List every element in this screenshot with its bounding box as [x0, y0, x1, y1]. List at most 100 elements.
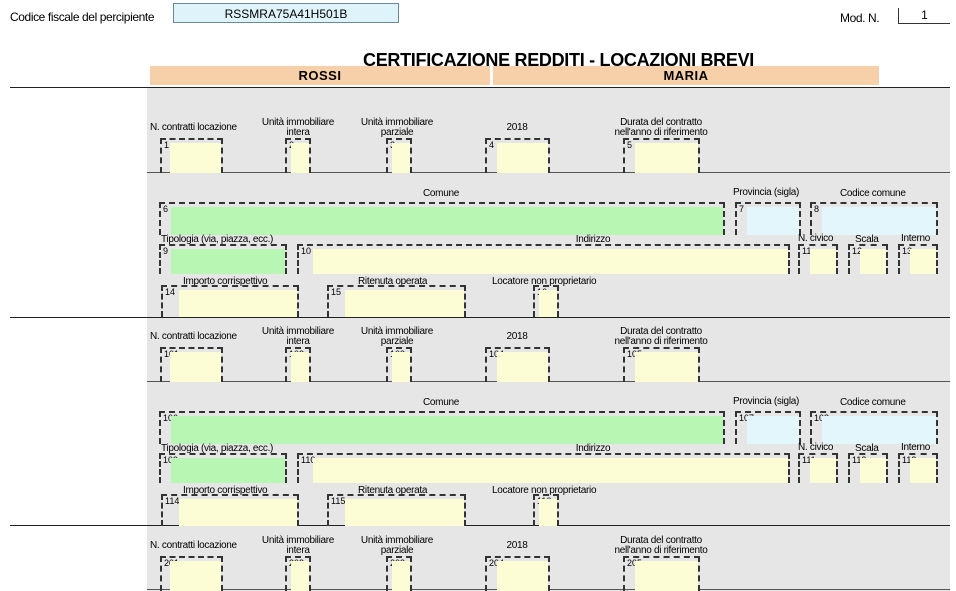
- field-input[interactable]: [179, 290, 297, 317]
- field-input[interactable]: [392, 143, 410, 173]
- label-unita-intera: intera: [286, 545, 310, 556]
- field-input[interactable]: [635, 352, 698, 382]
- field-importo[interactable]: 14: [161, 285, 299, 317]
- field-n-civico[interactable]: 11: [798, 244, 838, 274]
- field-input[interactable]: [910, 249, 936, 274]
- field-input[interactable]: [291, 352, 309, 382]
- field-number: 15: [331, 287, 342, 297]
- field-number: 13: [902, 246, 913, 256]
- field-provincia[interactable]: 107: [735, 411, 801, 444]
- field-unita-intera[interactable]: 202: [285, 556, 311, 591]
- field-input[interactable]: [345, 290, 464, 317]
- label-comune: Comune: [423, 397, 459, 408]
- label-durata: nell'anno di riferimento: [614, 127, 708, 138]
- field-tipologia[interactable]: 109: [159, 453, 287, 483]
- field-input[interactable]: [179, 499, 297, 526]
- field-number: 9: [163, 246, 169, 256]
- field-n-civico[interactable]: 111: [798, 453, 838, 483]
- field-input[interactable]: [860, 458, 886, 483]
- label-durata: nell'anno di riferimento: [614, 545, 708, 556]
- field-indirizzo[interactable]: 10: [297, 244, 790, 274]
- field-input[interactable]: [497, 352, 548, 382]
- label-durata: Durata del contratto: [620, 535, 702, 546]
- field-comune[interactable]: 106: [159, 411, 725, 444]
- field-anno[interactable]: 104: [485, 347, 550, 382]
- field-input[interactable]: [635, 143, 698, 173]
- field-input[interactable]: [171, 416, 723, 444]
- label-codice-comune: Codice comune: [840, 188, 906, 199]
- label-ritenuta: Ritenuta operata: [358, 276, 428, 287]
- field-codice-comune[interactable]: 8: [810, 202, 938, 235]
- field-input[interactable]: [822, 207, 936, 235]
- field-input[interactable]: [810, 458, 836, 483]
- mod-field[interactable]: 1: [898, 8, 950, 24]
- field-interno[interactable]: 13: [898, 244, 938, 274]
- label-comune: Comune: [423, 188, 459, 199]
- field-input[interactable]: [313, 458, 788, 483]
- label-interno: Interno: [901, 442, 931, 453]
- field-input[interactable]: [392, 561, 410, 591]
- surname-bar: ROSSI: [150, 66, 490, 85]
- label-unita-parziale: parziale: [380, 127, 414, 138]
- field-input[interactable]: [345, 499, 464, 526]
- label-unita-intera: Unità immobiliare: [261, 117, 335, 128]
- field-input[interactable]: [171, 249, 285, 274]
- field-ritenuta[interactable]: 15: [327, 285, 466, 317]
- field-input[interactable]: [497, 561, 548, 591]
- field-input[interactable]: [860, 249, 886, 274]
- label-unita-parziale: parziale: [380, 336, 414, 347]
- field-durata[interactable]: 105: [623, 347, 700, 382]
- field-indirizzo[interactable]: 110: [297, 453, 790, 483]
- field-scala[interactable]: 112: [848, 453, 888, 483]
- field-input[interactable]: [291, 561, 309, 591]
- field-tipologia[interactable]: 9: [159, 244, 287, 274]
- field-input[interactable]: [170, 143, 221, 173]
- field-input[interactable]: [171, 207, 723, 235]
- field-input[interactable]: [392, 352, 410, 382]
- field-input[interactable]: [747, 207, 799, 235]
- field-unita-parziale[interactable]: 203: [386, 556, 412, 591]
- field-input[interactable]: [539, 290, 557, 317]
- field-durata[interactable]: 5: [623, 138, 700, 173]
- field-input[interactable]: [635, 561, 698, 591]
- field-codice-comune[interactable]: 108: [810, 411, 938, 444]
- field-unita-parziale[interactable]: 3: [386, 138, 412, 173]
- field-input[interactable]: [170, 561, 221, 591]
- field-ritenuta[interactable]: 115: [327, 494, 466, 526]
- field-input[interactable]: [822, 416, 936, 444]
- field-input[interactable]: [313, 249, 788, 274]
- field-interno[interactable]: 113: [898, 453, 938, 483]
- label-locatore: Locatore non proprietario: [492, 485, 597, 496]
- field-n-contratti[interactable]: 201: [160, 556, 223, 591]
- field-scala[interactable]: 12: [848, 244, 888, 274]
- label-indirizzo: Indirizzo: [575, 234, 611, 245]
- field-importo[interactable]: 114: [161, 494, 299, 526]
- field-number: 1: [164, 140, 170, 150]
- field-anno[interactable]: 204: [485, 556, 550, 591]
- field-input[interactable]: [910, 458, 936, 483]
- field-provincia[interactable]: 7: [735, 202, 801, 235]
- field-durata[interactable]: 205: [623, 556, 700, 591]
- label-n-contratti: N. contratti locazione: [150, 331, 237, 342]
- field-input[interactable]: [747, 416, 799, 444]
- field-input[interactable]: [171, 458, 285, 483]
- field-n-contratti[interactable]: 101: [160, 347, 223, 382]
- field-number: 11: [802, 246, 812, 256]
- field-input[interactable]: [170, 352, 221, 382]
- field-anno[interactable]: 4: [485, 138, 550, 173]
- field-locatore[interactable]: 116: [533, 494, 559, 526]
- label-durata: Durata del contratto: [620, 117, 702, 128]
- cf-field[interactable]: RSSMRA75A41H501B: [173, 3, 399, 23]
- label-tipologia: Tipologia (via, piazza, ecc.): [161, 443, 274, 454]
- field-input[interactable]: [291, 143, 309, 173]
- field-input[interactable]: [539, 499, 557, 526]
- field-unita-parziale[interactable]: 103: [386, 347, 412, 382]
- field-comune[interactable]: 6: [159, 202, 725, 235]
- field-n-contratti[interactable]: 1: [160, 138, 223, 173]
- field-unita-intera[interactable]: 102: [285, 347, 311, 382]
- field-input[interactable]: [497, 143, 548, 173]
- field-unita-intera[interactable]: 2: [285, 138, 311, 173]
- section-divider: [10, 525, 950, 526]
- field-locatore[interactable]: 16: [533, 285, 559, 317]
- field-input[interactable]: [810, 249, 836, 274]
